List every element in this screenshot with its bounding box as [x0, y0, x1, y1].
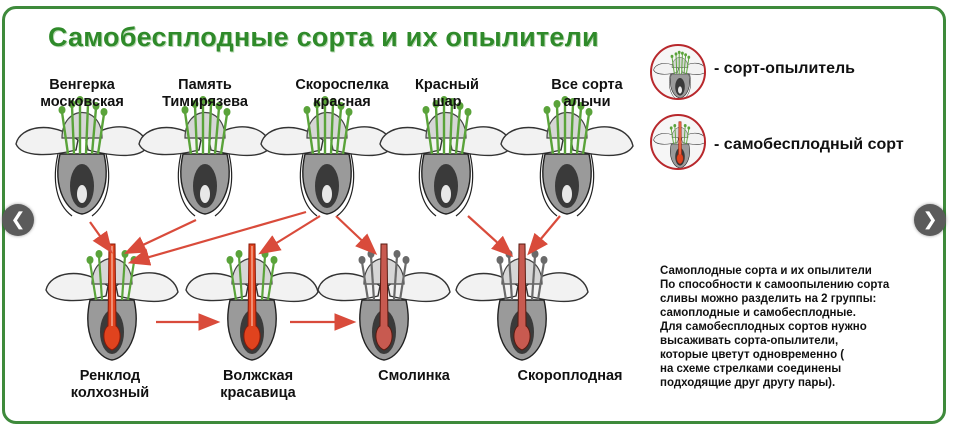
- pollinator-label: Все сорта алычи: [532, 77, 642, 111]
- chevron-right-icon: ❯: [922, 209, 938, 229]
- pollination-arrow: [124, 219, 197, 254]
- pollination-arrow: [527, 215, 561, 256]
- note-line: на схеме стрелками соединены: [660, 363, 842, 375]
- pollinator-flower: [259, 94, 395, 218]
- self-sterile-label: Ренклод колхозный: [40, 368, 180, 402]
- self-sterile-label: Смолинка: [354, 368, 474, 385]
- self-sterile-flower: [454, 242, 590, 362]
- pollinator-flower: [14, 94, 150, 218]
- pollination-arrow: [127, 210, 307, 266]
- legend-pollinator-swatch: [650, 44, 706, 100]
- prev-slide-button[interactable]: ❮: [2, 204, 34, 236]
- pollinator-label-line: красная: [313, 94, 371, 110]
- pollinator-label-line: Все сорта: [551, 77, 623, 93]
- pollinator-flower: [378, 94, 514, 218]
- note-line: самоплодные и самобесплодные.: [660, 307, 856, 319]
- explanation-note: Самоплодные сорта и их опылители По спос…: [660, 264, 932, 390]
- pollinator-label-line: Память: [178, 77, 232, 93]
- note-line: подходящие друг другу пары).: [660, 377, 836, 389]
- pollination-arrow: [258, 215, 321, 255]
- pollinator-flower: [137, 94, 273, 218]
- self-sterile-label-line: Смолинка: [378, 368, 450, 384]
- note-line: Самоплодные сорта и их опылители: [660, 265, 872, 277]
- self-sterile-flower: [44, 242, 180, 362]
- self-sterile-label: Скороплодная: [500, 368, 640, 385]
- note-line: По способности к самоопылению сорта: [660, 279, 890, 291]
- legend-self-sterile-flower: [653, 121, 704, 168]
- pollinator-label-line: московская: [40, 94, 124, 110]
- pollinator-label-line: Скороспелка: [295, 77, 389, 93]
- note-line: сливы можно разделить на 2 группы:: [660, 293, 877, 305]
- self-sterile-label-line: колхозный: [70, 385, 150, 401]
- pollination-arrow: [89, 221, 113, 254]
- self-sterile-label-line: Волжская: [222, 368, 294, 384]
- legend-pollinator-label: - сорт-опылитель: [714, 60, 856, 77]
- pollinator-label-line: Красный: [415, 77, 479, 93]
- self-sterile-label-line: Ренклод: [79, 368, 141, 384]
- pollination-arrow: [335, 215, 378, 256]
- self-sterile-label: Волжская красавица: [188, 368, 328, 402]
- pollinator-label: Память Тимирязева: [145, 77, 265, 111]
- self-sterile-label-line: красавица: [220, 385, 296, 401]
- note-line: высаживать сорта-опылители,: [660, 335, 839, 347]
- diagram-title: Самобесплодные сорта и их опылители: [48, 22, 599, 52]
- pollinator-label: Венгерка московская: [22, 77, 142, 111]
- pollinator-label-line: Венгерка: [49, 77, 115, 93]
- self-sterile-flower: [316, 242, 452, 362]
- note-line: которые цветут одновременно (: [660, 349, 845, 361]
- pollinator-label-line: алычи: [563, 94, 611, 110]
- chevron-left-icon: ❮: [10, 209, 26, 229]
- diagram-frame: [2, 6, 946, 424]
- pollination-arrow: [467, 215, 514, 257]
- legend-self-sterile-swatch: [650, 114, 706, 170]
- pollinator-label: Красный шар: [392, 77, 502, 111]
- pollinator-label-line: Тимирязева: [162, 94, 248, 110]
- legend-self-sterile-label: - самобесплодный сорт: [714, 136, 904, 153]
- next-slide-button[interactable]: ❯: [914, 204, 946, 236]
- note-line: Для самобесплодных сортов нужно: [660, 321, 867, 333]
- pollinator-flower: [499, 94, 635, 218]
- pollinator-label-line: шар: [432, 94, 462, 110]
- pollinator-label: Скороспелка красная: [282, 77, 402, 111]
- self-sterile-flower: [184, 242, 320, 362]
- self-sterile-label-line: Скороплодная: [517, 368, 623, 384]
